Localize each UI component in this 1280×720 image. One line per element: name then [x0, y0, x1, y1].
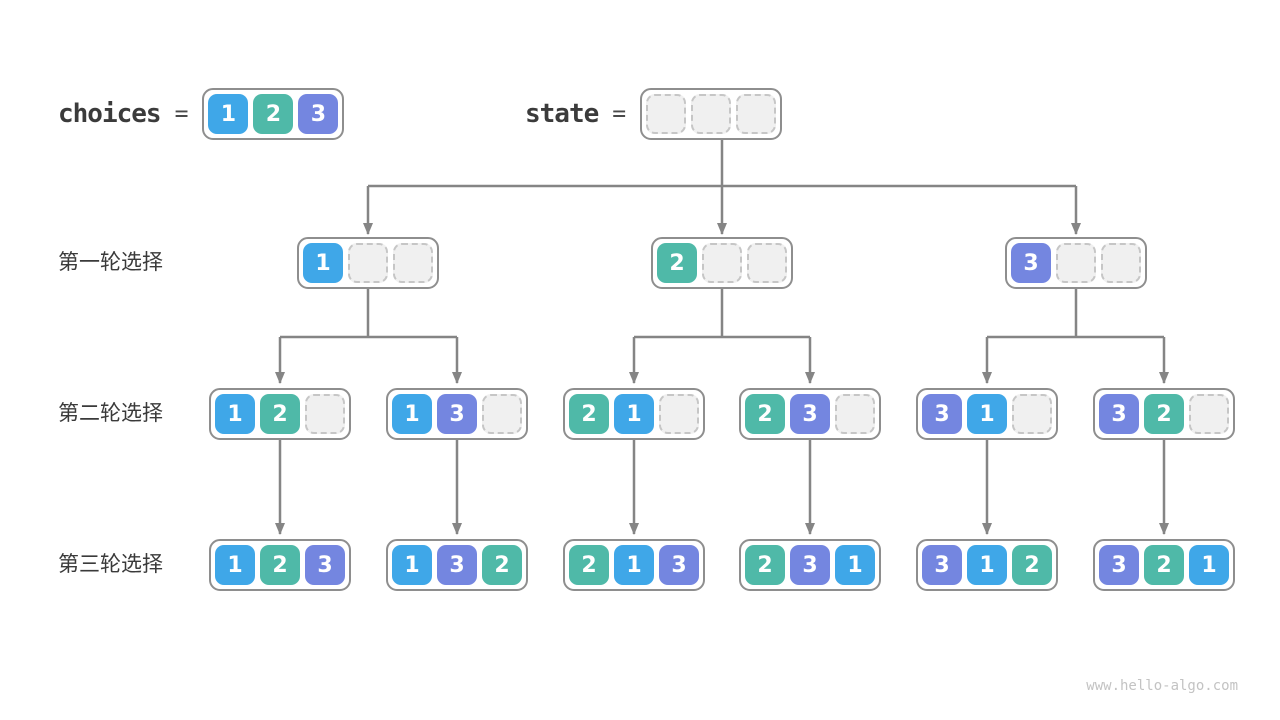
- connector-trunk-n1: [280, 289, 457, 339]
- tree-node-r3-6: 3 2 1: [1093, 539, 1235, 591]
- tree-node-r3-3: 2 1 3: [563, 539, 705, 591]
- tree-node-r1-1: 1: [297, 237, 439, 289]
- array-cell: [702, 243, 742, 283]
- connector-trunk-n2: [634, 289, 810, 339]
- choices-cell: 3: [298, 94, 339, 134]
- array-cell: 1: [835, 545, 875, 585]
- website-watermark: www.hello-algo.com: [1086, 678, 1238, 694]
- tree-node-r2-2: 1 3: [386, 388, 528, 440]
- round-3-label: 第三轮选择: [58, 553, 163, 576]
- array-cell: 3: [922, 394, 962, 434]
- array-cell: [348, 243, 388, 283]
- choices-label: choices: [58, 99, 162, 129]
- array-cell: [659, 394, 699, 434]
- array-cell: 3: [790, 394, 830, 434]
- array-cell: 3: [659, 545, 699, 585]
- array-cell: [1056, 243, 1096, 283]
- array-cell: 2: [1144, 545, 1184, 585]
- array-cell: 1: [303, 243, 343, 283]
- array-cell: [1189, 394, 1229, 434]
- state-label: state: [525, 99, 599, 129]
- array-cell: 2: [1012, 545, 1052, 585]
- tree-node-r1-3: 3: [1005, 237, 1147, 289]
- array-cell: 2: [569, 394, 609, 434]
- state-cell: [691, 94, 732, 134]
- array-cell: 1: [614, 394, 654, 434]
- state-node: [640, 88, 783, 140]
- round-1-label: 第一轮选择: [58, 251, 163, 274]
- array-cell: 1: [967, 394, 1007, 434]
- array-cell: 2: [482, 545, 522, 585]
- array-cell: 3: [1099, 545, 1139, 585]
- array-cell: 2: [260, 394, 300, 434]
- array-cell: 1: [614, 545, 654, 585]
- array-cell: [1101, 243, 1141, 283]
- choices-cell: 2: [253, 94, 294, 134]
- array-cell: 2: [569, 545, 609, 585]
- array-cell: [305, 394, 345, 434]
- array-cell: 3: [922, 545, 962, 585]
- tree-node-r3-4: 2 3 1: [739, 539, 881, 591]
- array-cell: 1: [967, 545, 1007, 585]
- array-cell: [393, 243, 433, 283]
- array-cell: 1: [215, 545, 255, 585]
- array-cell: [747, 243, 787, 283]
- array-cell: 3: [1099, 394, 1139, 434]
- choices-cell: 1: [208, 94, 249, 134]
- tree-node-r2-6: 3 2: [1093, 388, 1235, 440]
- tree-node-r3-5: 3 1 2: [916, 539, 1058, 591]
- array-cell: 1: [215, 394, 255, 434]
- choices-node: 1 2 3: [202, 88, 345, 140]
- array-cell: 3: [437, 545, 477, 585]
- state-group: state =: [525, 88, 783, 140]
- array-cell: 2: [745, 545, 785, 585]
- array-cell: [482, 394, 522, 434]
- array-cell: 2: [1144, 394, 1184, 434]
- tree-node-r2-5: 3 1: [916, 388, 1058, 440]
- array-cell: 2: [657, 243, 697, 283]
- equals-sign: =: [174, 101, 189, 127]
- state-cell: [736, 94, 777, 134]
- array-cell: 3: [437, 394, 477, 434]
- array-cell: 1: [392, 545, 432, 585]
- round-2-label: 第二轮选择: [58, 402, 163, 425]
- tree-node-r2-4: 2 3: [739, 388, 881, 440]
- tree-node-r3-2: 1 3 2: [386, 539, 528, 591]
- array-cell: 2: [745, 394, 785, 434]
- array-cell: 2: [260, 545, 300, 585]
- array-cell: 3: [790, 545, 830, 585]
- array-cell: 3: [305, 545, 345, 585]
- array-cell: 1: [392, 394, 432, 434]
- tree-node-r3-1: 1 2 3: [209, 539, 351, 591]
- state-cell: [646, 94, 687, 134]
- connector-trunk-n3: [987, 289, 1164, 339]
- tree-node-r2-1: 1 2: [209, 388, 351, 440]
- array-cell: 1: [1189, 545, 1229, 585]
- choices-group: choices = 1 2 3: [58, 88, 345, 140]
- array-cell: 3: [1011, 243, 1051, 283]
- equals-sign: =: [612, 101, 627, 127]
- array-cell: [835, 394, 875, 434]
- tree-node-r1-2: 2: [651, 237, 793, 289]
- tree-node-r2-3: 2 1: [563, 388, 705, 440]
- array-cell: [1012, 394, 1052, 434]
- connector-trunk-root: [368, 140, 1076, 188]
